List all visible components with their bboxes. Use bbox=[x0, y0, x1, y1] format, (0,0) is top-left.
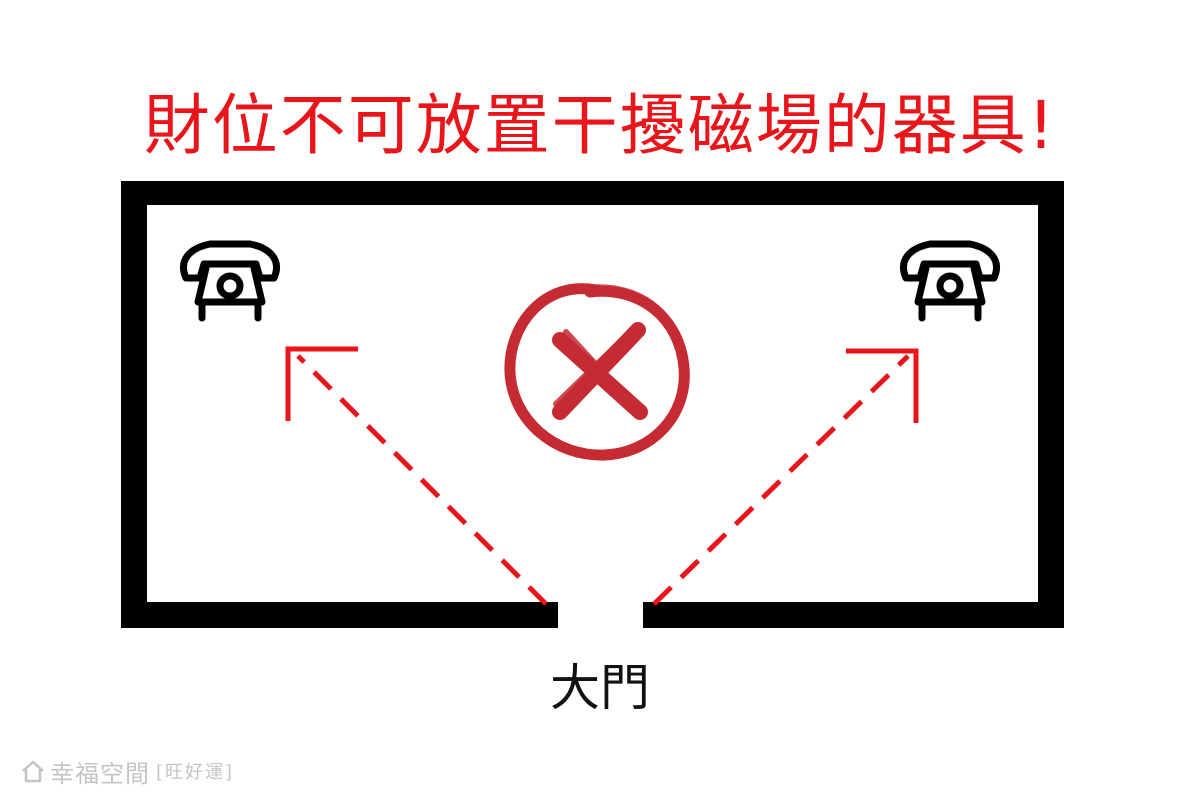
watermark: 幸福空間 [旺好運] bbox=[20, 754, 234, 788]
telephone-icon bbox=[180, 240, 280, 322]
right-arrow-dashed-line bbox=[652, 354, 910, 606]
left-arrow-head bbox=[285, 346, 358, 421]
watermark-tag: [旺好運] bbox=[156, 762, 235, 783]
diagram-title: 財位不可放置干擾磁場的器具! bbox=[143, 87, 1057, 164]
wall-bottom-right bbox=[643, 602, 1064, 628]
watermark-brand: 幸福空間 bbox=[50, 759, 150, 788]
wall-right bbox=[1038, 181, 1064, 628]
right-arrow-head bbox=[846, 348, 919, 423]
main-door-label: 大門 bbox=[550, 659, 650, 717]
right-dashed-arrow bbox=[652, 348, 919, 606]
telephone-icon bbox=[900, 240, 1000, 322]
prohibited-x-icon bbox=[504, 283, 690, 461]
wall-bottom-left bbox=[121, 602, 558, 628]
wall-top bbox=[121, 181, 1064, 205]
wall-left bbox=[121, 181, 147, 628]
left-arrow-dashed-line bbox=[296, 354, 548, 606]
house-logo-icon bbox=[22, 760, 44, 783]
left-dashed-arrow bbox=[285, 346, 548, 606]
room-walls bbox=[121, 181, 1064, 628]
